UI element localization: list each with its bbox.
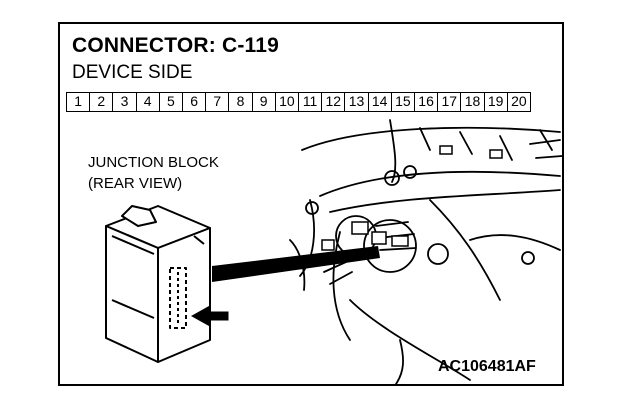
device-side-label: DEVICE SIDE (72, 62, 193, 83)
figure-reference-code: AC106481AF (438, 358, 536, 375)
connector-pin-11: 11 (298, 92, 323, 112)
connector-pin-13: 13 (344, 92, 369, 112)
junction-block-caption: JUNCTION BLOCK (REAR VIEW) (88, 152, 219, 194)
connector-pin-12: 12 (321, 92, 346, 112)
caption-line-2: (REAR VIEW) (88, 175, 183, 192)
diagram-frame (58, 22, 564, 386)
leader-wedge (212, 246, 380, 282)
connector-pin-14: 14 (367, 92, 392, 112)
location-arrow (190, 305, 229, 327)
connector-pin-20: 20 (506, 92, 531, 112)
junction-block-drawing (105, 205, 211, 363)
connector-title: CONNECTOR: C-119 (72, 34, 280, 57)
dashboard-wiring-drawing (289, 119, 563, 385)
caption-line-1: JUNCTION BLOCK (88, 154, 219, 171)
connector-pin-19: 19 (483, 92, 508, 112)
connector-pin-10: 10 (274, 92, 299, 112)
connector-blocks-drawing (321, 145, 503, 251)
connector-pin-18: 18 (460, 92, 485, 112)
connector-pin-17: 17 (437, 92, 462, 112)
